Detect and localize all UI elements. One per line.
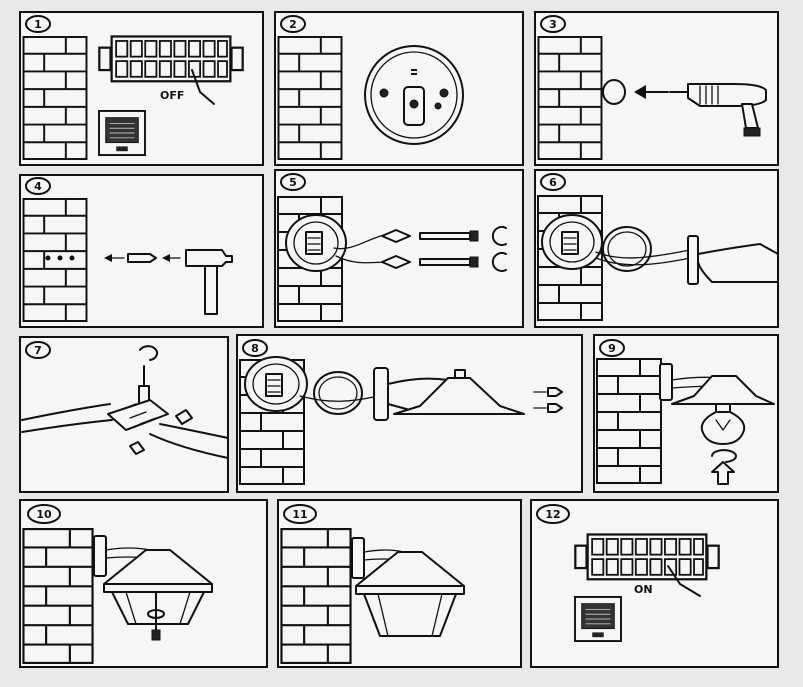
mounting-plate-icon — [541, 214, 603, 270]
step-number-badge: 12 — [536, 504, 570, 524]
panel-12: 12 ON — [530, 499, 779, 668]
brick-wall-icon — [277, 36, 343, 160]
switch-on-label: ON — [634, 583, 653, 596]
rotation-arrow-icon — [491, 226, 507, 246]
step-number: 4 — [34, 180, 42, 193]
step-number: 5 — [289, 176, 297, 189]
step-number-badge: 5 — [280, 173, 306, 191]
step-number: 3 — [549, 18, 557, 31]
brick-wall-icon — [22, 36, 88, 160]
brick-wall-icon — [280, 528, 352, 664]
rotation-arrow-icon — [139, 345, 159, 361]
screw-icon — [533, 403, 563, 413]
light-bulb-icon — [700, 403, 746, 445]
step-number: 6 — [549, 176, 557, 189]
brick-wall-icon — [22, 528, 94, 664]
panel-3: 3 — [534, 11, 779, 166]
screw-icon — [419, 256, 479, 268]
wire-end-icon — [381, 255, 411, 269]
panel-9: 9 — [593, 334, 779, 493]
wire-end-icon — [381, 229, 411, 243]
mounting-plate-icon — [244, 356, 308, 412]
panel-11: 11 — [277, 499, 522, 668]
panel-7: 7 — [19, 336, 229, 493]
step-number: 12 — [545, 508, 560, 521]
screw-icon — [419, 230, 479, 242]
electric-meter-icon — [573, 596, 623, 642]
step-number-badge: 11 — [283, 504, 317, 524]
panel-10: 10 — [19, 499, 268, 668]
fuse-box-icon — [574, 533, 720, 581]
wire-end-icon — [175, 409, 193, 425]
wire-end-icon — [129, 441, 145, 455]
panel-frame — [530, 499, 779, 668]
brick-wall-icon — [537, 36, 603, 160]
gasket-ring-icon — [313, 371, 363, 415]
brick-wall-icon — [22, 198, 88, 322]
cable-icon — [21, 403, 111, 421]
rotation-arrow-icon — [147, 609, 165, 619]
step-number-badge: 4 — [25, 177, 51, 195]
mounting-plate-icon — [364, 45, 464, 145]
step-number-badge: 1 — [25, 15, 51, 33]
lamp-shade-icon — [671, 375, 775, 405]
arrow-left-icon — [634, 85, 669, 99]
terminal-block-icon — [107, 399, 169, 431]
step-number-badge: 6 — [540, 173, 566, 191]
switch-lever-icon — [191, 69, 215, 105]
fuse-box-icon — [98, 35, 244, 83]
lantern-icon — [355, 551, 465, 637]
lantern-icon — [103, 549, 213, 641]
power-drill-icon — [669, 83, 767, 137]
wire-icon — [299, 395, 379, 402]
step-number: 11 — [292, 508, 307, 521]
arrow-left-icon — [104, 254, 125, 262]
panel-6: 6 — [534, 169, 779, 328]
panel-8: 8 — [236, 334, 583, 493]
wall-holes-icon — [45, 255, 75, 261]
step-number: 8 — [251, 342, 259, 355]
cable-icon — [149, 433, 229, 459]
step-number-badge: 10 — [27, 504, 61, 524]
step-number: 2 — [289, 18, 297, 31]
step-number: 7 — [34, 344, 42, 357]
wire-icon — [595, 257, 691, 266]
lamp-arm-icon — [659, 363, 721, 401]
wire-icon — [595, 249, 691, 259]
step-number-badge: 8 — [242, 339, 268, 357]
panel-5: 5 — [274, 169, 524, 328]
screw-icon — [533, 387, 563, 397]
step-number-badge: 9 — [599, 339, 625, 357]
panel-4: 4 — [19, 174, 264, 328]
wall-plug-icon — [127, 253, 157, 263]
gasket-ring-inner — [607, 231, 647, 267]
drill-hole-ring-icon — [602, 79, 626, 105]
gasket-ring-inner — [318, 376, 358, 410]
step-number-badge: 2 — [280, 15, 306, 33]
brick-wall-icon — [596, 358, 662, 484]
cable-icon — [21, 419, 113, 433]
cable-icon — [159, 423, 229, 439]
mounting-plate-icon — [285, 214, 347, 272]
step-number-badge: 7 — [25, 341, 51, 359]
lamp-arm-icon — [687, 235, 779, 285]
arrow-up-icon — [711, 461, 735, 485]
panel-2: 2 — [274, 11, 524, 166]
switch-lever-icon — [667, 565, 701, 597]
rotation-arrow-icon — [491, 252, 507, 272]
switch-off-label: OFF — [160, 89, 184, 102]
hammer-icon — [185, 249, 233, 315]
electric-meter-icon — [97, 110, 147, 156]
step-number-badge: 3 — [540, 15, 566, 33]
lamp-shade-icon — [393, 369, 525, 415]
arrow-left-icon — [162, 254, 181, 262]
step-number: 9 — [608, 342, 616, 355]
step-number: 1 — [34, 18, 42, 31]
rotation-arrow-icon — [711, 449, 737, 463]
panel-1: 1 OFF — [19, 11, 264, 166]
gasket-ring-icon — [602, 226, 652, 272]
step-number: 10 — [36, 508, 52, 521]
